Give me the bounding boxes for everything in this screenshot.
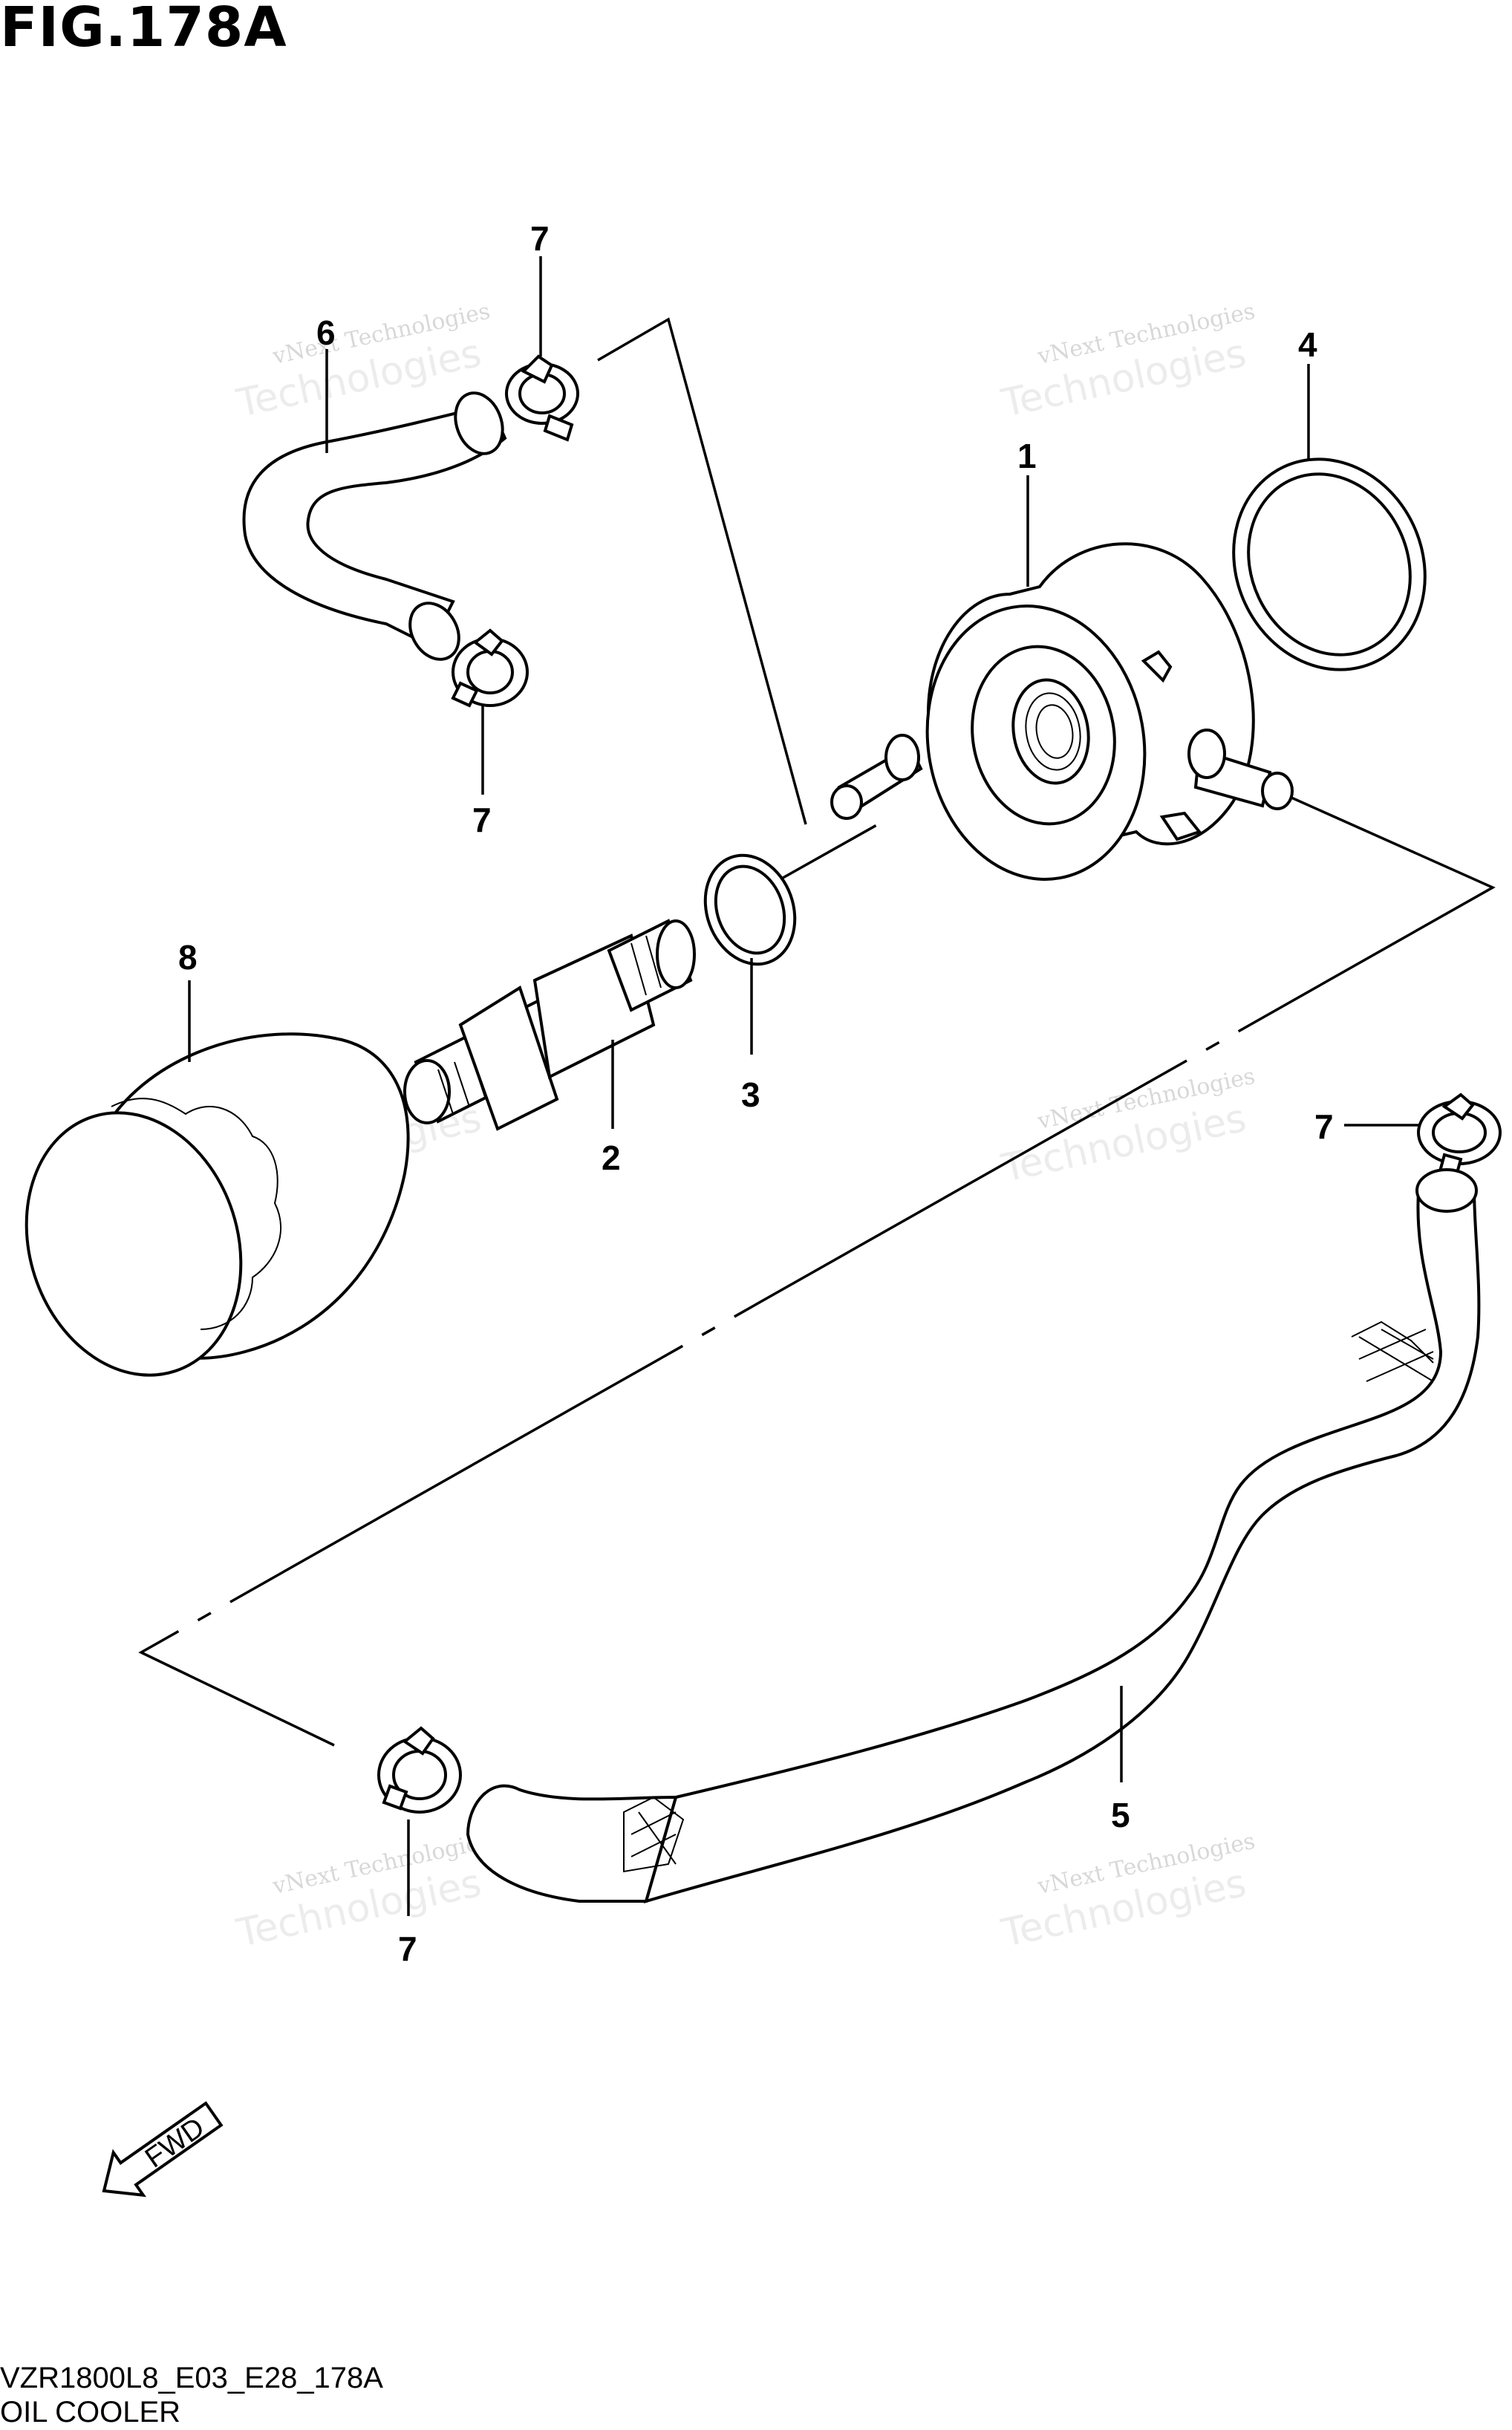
hose-clamp-right [1417,1092,1502,1178]
assembly-guide-lines [138,317,1496,1747]
hose-clamp-lower-left [451,628,529,708]
oil-cooler-body [830,542,1294,881]
callout-1: 1 [1017,437,1037,475]
small-o-ring [703,853,797,966]
hose-clamp-upper [505,354,579,442]
forward-arrow-icon: FWD [102,2101,224,2198]
callout-7-left: 7 [472,801,492,839]
lower-oil-hose [466,1168,1481,1903]
diagram-code: VZR1800L8_E03_E28_178A [0,2362,383,2394]
figure-title: FIG.178A [0,0,287,59]
callout-5: 5 [1111,1796,1130,1834]
diagram-caption: OIL COOLER [0,2396,181,2429]
callout-6: 6 [316,313,336,352]
callout-2: 2 [602,1139,621,1177]
callout-3: 3 [741,1075,760,1114]
oil-filter [25,1032,410,1377]
hose-clamp-bottom [377,1726,462,1814]
callout-7-top: 7 [530,219,550,258]
callout-8: 8 [178,938,198,977]
large-o-ring [1232,457,1427,671]
union-bolt [403,919,696,1131]
callout-4: 4 [1298,325,1317,364]
callout-7-bottom: 7 [398,1929,417,1968]
upper-oil-hose [242,391,507,661]
callout-7-right: 7 [1314,1107,1334,1146]
leader-lines [188,256,1418,1916]
callout-numbers: 7 6 4 1 7 8 3 7 2 5 7 [178,219,1334,1968]
